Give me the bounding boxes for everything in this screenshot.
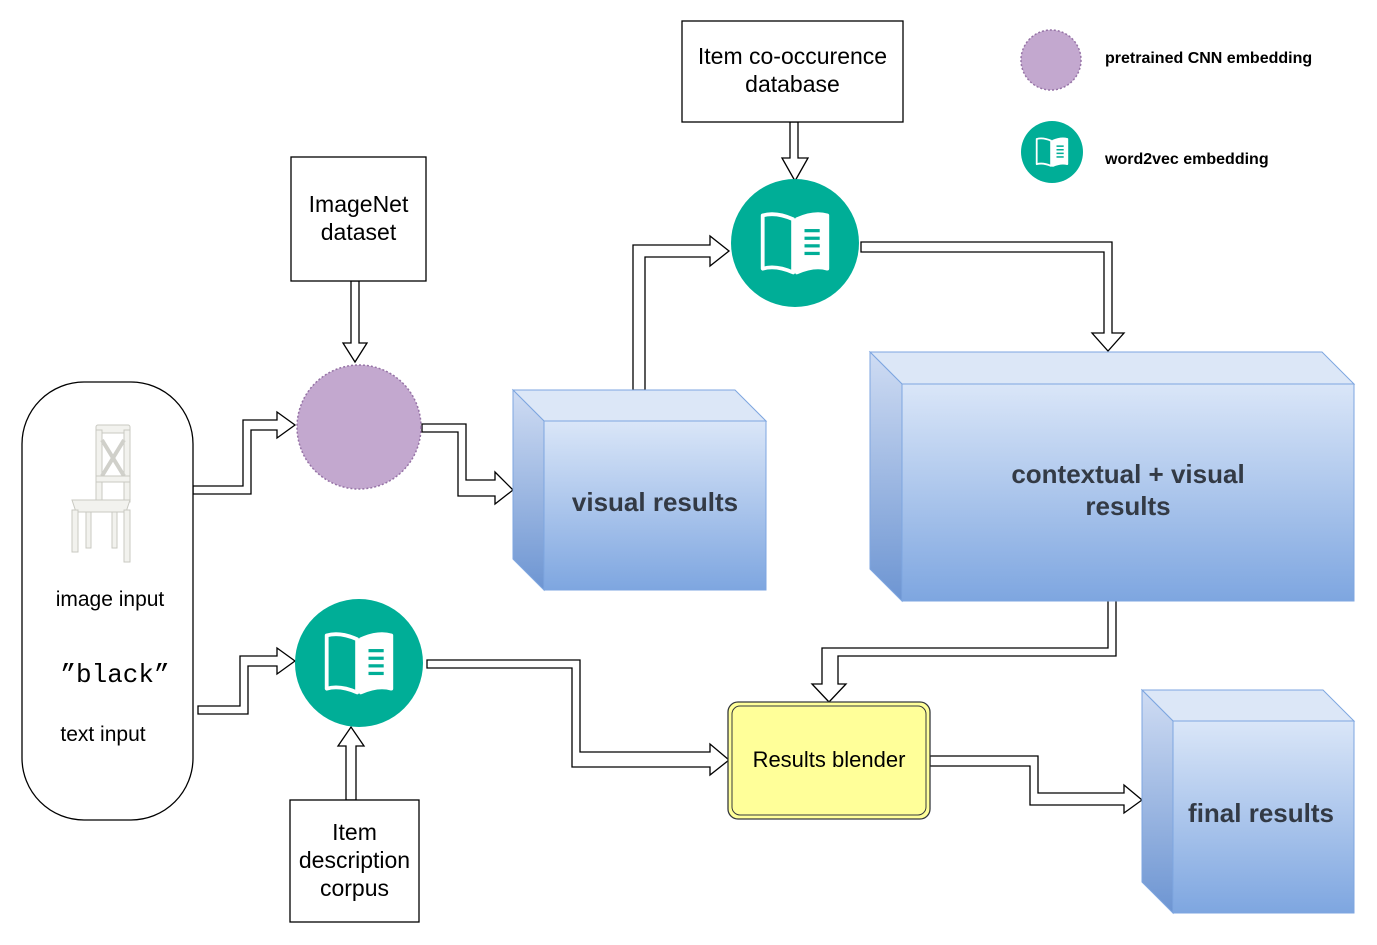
imagenet-label: ImageNet dataset	[308, 191, 409, 245]
corpus-label: Item description corpus	[298, 819, 411, 901]
arrow-w2v-to-contextual	[860, 241, 1126, 352]
contextual-results-label: contextual + visual results	[1011, 459, 1245, 521]
legend-cnn-label: pretrained CNN embedding	[1105, 50, 1313, 67]
arrow-input-to-w2v	[197, 646, 297, 715]
arrow-input-to-cnn	[192, 410, 297, 495]
cooccurrence-box	[681, 20, 904, 123]
text-input-value: ”black”	[60, 660, 170, 690]
arrow-cnn-to-visual	[421, 423, 514, 506]
final-results-cube	[1140, 688, 1356, 915]
text-input-label: text input	[60, 723, 146, 746]
chair-image	[71, 424, 131, 563]
arrow-blender-to-final	[929, 755, 1144, 815]
w2v-circle-top	[731, 179, 859, 307]
corpus-box	[289, 799, 420, 923]
arrow-contextual-to-blender	[810, 599, 1117, 703]
open-book-icon	[1021, 121, 1083, 183]
purple-circle-icon	[1020, 29, 1082, 91]
final-results-label: final results	[1188, 798, 1334, 828]
cooccurrence-label: Item co-occurence database	[697, 43, 888, 97]
arrow-imagenet-to-cnn	[341, 280, 369, 364]
arrow-cooccurrence-to-w2v	[780, 121, 810, 183]
contextual-results-cube	[868, 350, 1356, 603]
image-input-label: image input	[55, 588, 165, 611]
arrow-w2v-to-blender	[426, 659, 731, 777]
arrow-visual-to-w2v	[632, 234, 731, 391]
w2v-circle-bottom	[295, 599, 423, 727]
cnn-embedding-circle	[296, 364, 422, 490]
results-blender-box	[727, 701, 931, 820]
arrow-corpus-to-w2v	[336, 725, 366, 801]
visual-results-cube	[511, 388, 768, 592]
legend-w2v-label: word2vec embedding	[1105, 151, 1269, 168]
results-blender-label: Results blender	[752, 747, 906, 772]
imagenet-box	[290, 156, 427, 282]
visual-results-label: visual results	[571, 487, 739, 517]
input-panel	[21, 381, 194, 821]
